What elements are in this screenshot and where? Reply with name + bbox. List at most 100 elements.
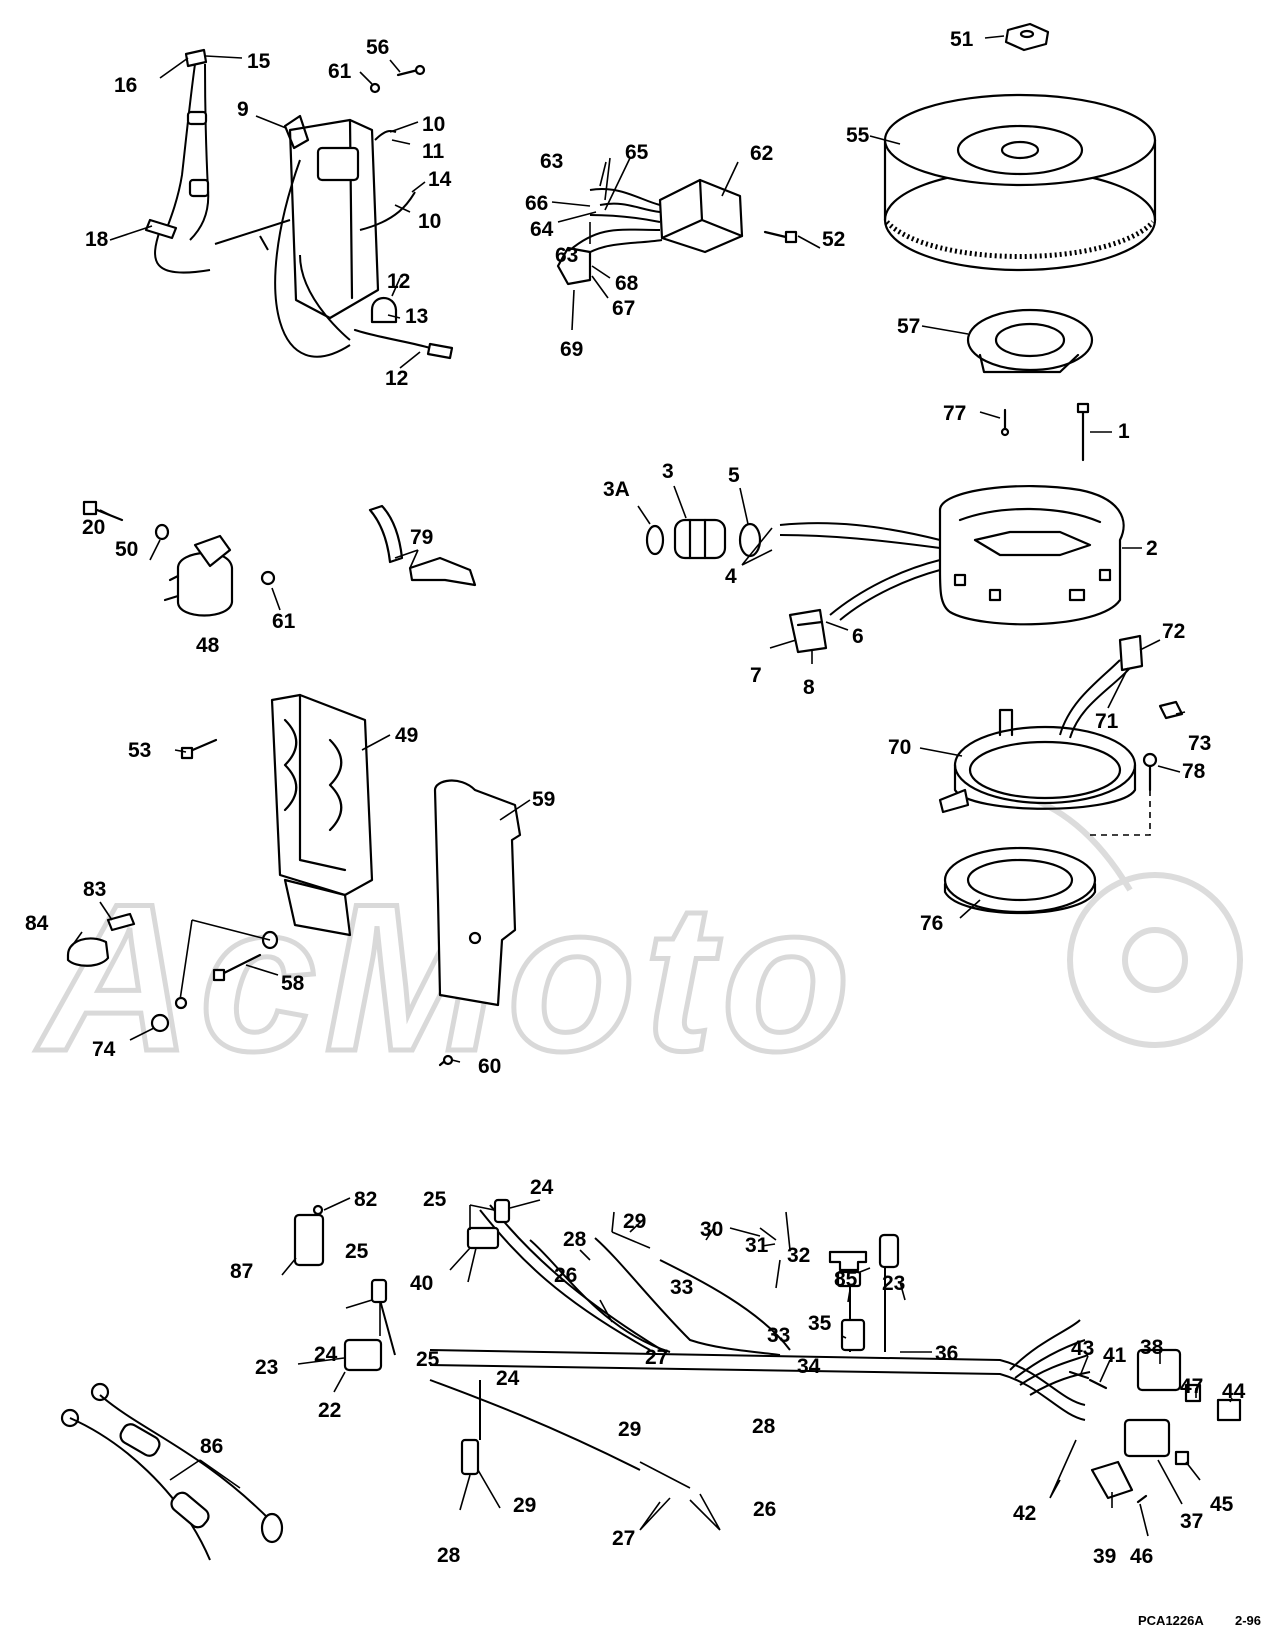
callout-23: 23 bbox=[255, 1356, 278, 1379]
callout-18: 18 bbox=[85, 228, 109, 251]
callout-78: 78 bbox=[1182, 760, 1206, 783]
stator-leads bbox=[779, 522, 941, 621]
screw-77 bbox=[1000, 408, 1010, 437]
callout-86: 86 bbox=[200, 1435, 223, 1458]
spark-plug-lead-assembly bbox=[144, 48, 211, 274]
callout-45: 45 bbox=[1210, 1493, 1234, 1516]
callout-84: 84 bbox=[25, 912, 49, 935]
connector-37 bbox=[1123, 1418, 1171, 1458]
callout-73: 73 bbox=[1188, 732, 1211, 755]
washer-74a bbox=[174, 996, 188, 1010]
screw-1 bbox=[1076, 402, 1090, 462]
callout-57: 57 bbox=[897, 315, 920, 338]
nut-74 bbox=[150, 1013, 170, 1033]
callout-38: 38 bbox=[1140, 1336, 1164, 1359]
callout-29: 29 bbox=[513, 1494, 536, 1517]
callout-49: 49 bbox=[395, 724, 418, 747]
callout-33: 33 bbox=[670, 1276, 693, 1299]
callout-62: 62 bbox=[750, 142, 773, 165]
callout-77: 77 bbox=[943, 402, 966, 425]
callout-9: 9 bbox=[237, 98, 249, 121]
callout-26: 26 bbox=[554, 1264, 577, 1287]
callout-42: 42 bbox=[1013, 1502, 1036, 1525]
connector-8 bbox=[788, 608, 828, 654]
regulator-62-assembly bbox=[556, 178, 744, 286]
callout-63: 63 bbox=[555, 244, 578, 267]
callout-70: 70 bbox=[888, 736, 911, 759]
seal-3a bbox=[645, 524, 665, 556]
callout-41: 41 bbox=[1103, 1344, 1127, 1367]
callout-72: 72 bbox=[1162, 620, 1185, 643]
pin-46 bbox=[1136, 1494, 1148, 1504]
callout-11: 11 bbox=[422, 140, 445, 163]
callout-51: 51 bbox=[950, 28, 974, 51]
callout-59: 59 bbox=[532, 788, 555, 811]
callout-36: 36 bbox=[935, 1342, 958, 1365]
screw-53 bbox=[180, 738, 218, 760]
stator-2 bbox=[938, 485, 1125, 626]
callout-4: 4 bbox=[725, 565, 737, 588]
callout-26: 26 bbox=[753, 1498, 776, 1521]
callout-68: 68 bbox=[615, 272, 639, 295]
callout-15: 15 bbox=[247, 50, 271, 73]
callout-33: 33 bbox=[767, 1324, 790, 1347]
plug-5 bbox=[738, 522, 762, 558]
callout-24: 24 bbox=[530, 1176, 554, 1199]
washer-50 bbox=[154, 523, 170, 541]
callout-labels: 16 15 18 9 56 61 10 11 14 10 12 13 12 63… bbox=[25, 28, 1246, 1568]
callout-30: 30 bbox=[700, 1218, 723, 1241]
callout-87: 87 bbox=[230, 1260, 253, 1283]
callout-20: 20 bbox=[82, 516, 105, 539]
callout-31: 31 bbox=[745, 1234, 769, 1257]
callout-29: 29 bbox=[618, 1418, 641, 1441]
terminal-43 bbox=[1068, 1370, 1090, 1380]
cover-59 bbox=[433, 779, 522, 1007]
coil-48 bbox=[163, 534, 234, 617]
callout-64: 64 bbox=[530, 218, 554, 241]
callout-7: 7 bbox=[750, 664, 762, 687]
callout-50: 50 bbox=[115, 538, 138, 561]
callout-2: 2 bbox=[1146, 537, 1158, 560]
callout-leaders bbox=[71, 35, 1233, 1537]
connector-71 bbox=[1118, 634, 1144, 672]
figure-code: PCA1226A bbox=[1138, 1613, 1204, 1628]
callout-69: 69 bbox=[560, 338, 583, 361]
callout-46: 46 bbox=[1130, 1545, 1153, 1568]
callout-66: 66 bbox=[525, 192, 548, 215]
callout-82: 82 bbox=[354, 1188, 377, 1211]
callout-25: 25 bbox=[416, 1348, 440, 1371]
callout-61: 61 bbox=[272, 610, 296, 633]
callout-10: 10 bbox=[418, 210, 441, 233]
callout-27: 27 bbox=[645, 1346, 668, 1369]
callout-53: 53 bbox=[128, 739, 151, 762]
screw-56 bbox=[396, 64, 426, 77]
stud-58 bbox=[212, 930, 279, 982]
figure-date: 2-96 bbox=[1235, 1613, 1261, 1628]
callout-16: 16 bbox=[114, 74, 137, 97]
flywheel-55 bbox=[883, 93, 1157, 272]
callout-23: 23 bbox=[882, 1272, 905, 1295]
callout-58: 58 bbox=[281, 972, 305, 995]
callout-5: 5 bbox=[728, 464, 740, 487]
callout-6: 6 bbox=[852, 625, 864, 648]
callout-25: 25 bbox=[345, 1240, 369, 1263]
callout-56: 56 bbox=[366, 36, 389, 59]
washer-61 bbox=[369, 82, 381, 94]
callout-37: 37 bbox=[1180, 1510, 1203, 1533]
callout-44: 44 bbox=[1222, 1380, 1246, 1403]
callout-24: 24 bbox=[314, 1343, 338, 1366]
callout-67: 67 bbox=[612, 297, 635, 320]
callout-60: 60 bbox=[478, 1055, 501, 1078]
callout-3a: 3A bbox=[603, 478, 630, 501]
callout-71: 71 bbox=[1095, 710, 1119, 733]
bracket-49 bbox=[270, 693, 374, 937]
callout-8: 8 bbox=[803, 676, 815, 699]
terminal-41 bbox=[1088, 1378, 1108, 1390]
callout-1: 1 bbox=[1118, 420, 1130, 443]
washer-61 bbox=[260, 570, 276, 586]
callout-29: 29 bbox=[623, 1210, 646, 1233]
callout-13: 13 bbox=[405, 305, 428, 328]
boot-79 bbox=[368, 504, 477, 587]
clip-73 bbox=[1158, 700, 1184, 720]
